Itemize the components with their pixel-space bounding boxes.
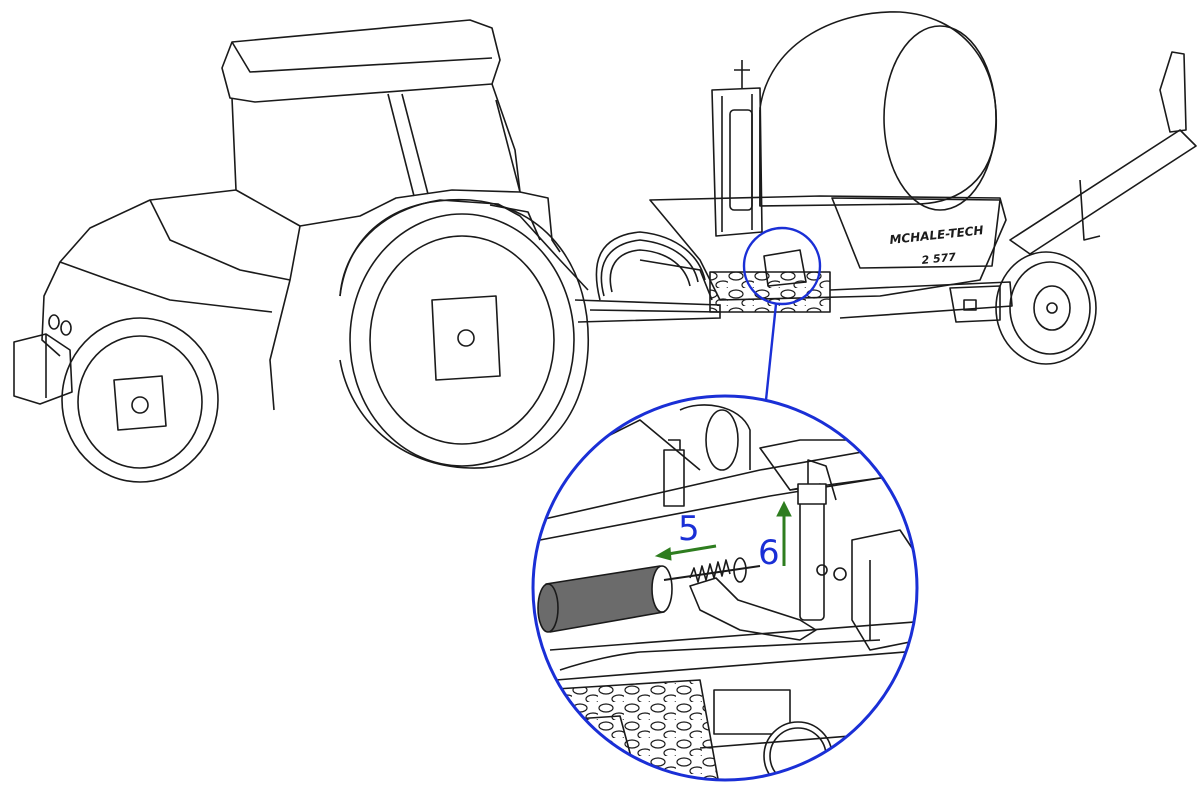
frame <box>649 195 1007 301</box>
shock-absorber <box>537 565 673 633</box>
hydraulic-hoses <box>595 231 706 301</box>
cab-roof <box>221 19 501 103</box>
support-wheel <box>995 251 1097 365</box>
rear-fender <box>339 199 589 297</box>
cab <box>231 83 521 227</box>
bale <box>759 11 997 207</box>
arrow-5 <box>654 544 717 561</box>
bale-wrapper: MCHALE-TECH 2 577 <box>649 11 1197 365</box>
tractor <box>13 19 589 483</box>
model-number: 2 577 <box>921 250 957 267</box>
sensor <box>663 449 685 507</box>
brand-logo: MCHALE-TECH <box>889 223 984 247</box>
callout-6-label: 6 <box>758 533 780 573</box>
lift-cylinder <box>797 459 847 621</box>
detail-ring <box>531 394 919 782</box>
detail-view: 5 6 <box>531 394 919 782</box>
arrow-6 <box>776 500 792 566</box>
dispenser-mast <box>711 87 763 237</box>
rear-arm <box>1009 129 1197 255</box>
detail-marker <box>742 226 822 306</box>
rear-wheel <box>339 198 589 469</box>
callout-5-label: 5 <box>678 509 700 549</box>
zoom-leader-line <box>764 303 778 401</box>
drawbar <box>574 231 721 323</box>
front-weight <box>13 333 73 405</box>
front-wheel <box>61 317 219 483</box>
